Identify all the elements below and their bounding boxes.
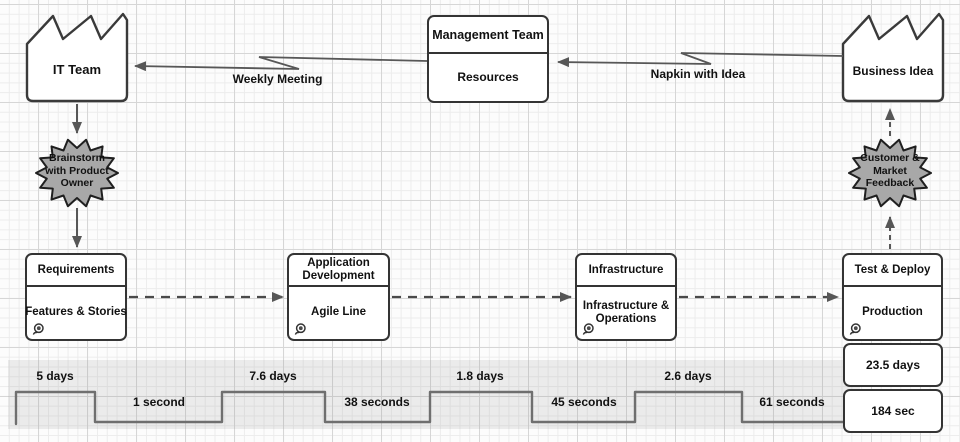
operator-icon <box>849 323 861 335</box>
brainstorm-line-1: Brainstorm <box>48 152 105 164</box>
operator-icon <box>32 323 44 335</box>
business-idea-label: Business Idea <box>852 64 934 78</box>
process-box-requirements: Requirements Features & Stories <box>25 253 127 341</box>
weekly-meeting-label: Weekly Meeting <box>232 72 323 86</box>
testdeploy-body: Production <box>844 287 941 339</box>
process-box-test-deploy: Test & Deploy Production <box>842 253 943 341</box>
it-team-label: IT Team <box>52 62 102 77</box>
napkin-zigzag-arrow <box>557 52 844 68</box>
brainstorm-line-2: with Product <box>45 164 109 177</box>
napkin-with-idea-label: Napkin with Idea <box>650 67 746 81</box>
timeline-lead-4: 2.6 days <box>664 369 712 383</box>
testdeploy-body-line1: Production <box>862 306 923 319</box>
requirements-body: Features & Stories <box>25 287 127 339</box>
management-team-title: Management Team <box>429 17 547 54</box>
business-idea-factory-shape <box>841 12 945 103</box>
appdev-body-line1: Agile Line <box>311 306 366 319</box>
appdev-body: Agile Line <box>289 287 388 339</box>
management-team-node: Management Team Resources <box>427 15 549 103</box>
requirements-title-line1: Requirements <box>37 263 115 276</box>
timeline-step-line <box>14 390 846 426</box>
infrastructure-title: Infrastructure <box>577 255 675 287</box>
infrastructure-title-line1: Infrastructure <box>588 263 664 276</box>
total-process-time-box: 184 sec <box>843 389 943 433</box>
feedback-line-1: Customer & <box>860 152 920 164</box>
timeline-process-4: 61 seconds <box>759 395 825 409</box>
infrastructure-body-line1: Infrastructure & <box>582 299 670 312</box>
timeline-lead-3: 1.8 days <box>456 369 504 383</box>
process-box-application-development: Application Development Agile Line <box>287 253 390 341</box>
timeline-process-1: 1 second <box>132 395 186 409</box>
appdev-title-line1: Application <box>307 257 370 270</box>
feedback-label: Customer & Market Feedback <box>845 152 935 190</box>
total-lead-time-box: 23.5 days <box>843 343 943 387</box>
infrastructure-body: Infrastructure & Operations <box>577 287 675 339</box>
feedback-starburst-shape <box>848 138 932 208</box>
timeline-process-3: 45 seconds <box>551 395 617 409</box>
operator-icon <box>582 323 594 335</box>
feedback-line-3: Feedback <box>865 177 915 190</box>
weekly-meeting-zigzag-arrow <box>134 56 428 72</box>
timeline-band <box>8 360 860 429</box>
brainstorm-starburst-shape <box>35 138 119 208</box>
operator-icon <box>294 323 306 335</box>
management-team-body: Resources <box>457 69 519 84</box>
it-team-factory-shape <box>25 12 129 103</box>
appdev-title-line2: Development <box>302 270 375 282</box>
brainstorm-line-3: Owner <box>60 177 94 190</box>
requirements-body-line1: Features & Stories <box>25 306 127 319</box>
infrastructure-body-line2: Operations <box>595 313 657 325</box>
timeline-process-2: 38 seconds <box>344 395 410 409</box>
timeline-lead-2: 7.6 days <box>249 369 297 383</box>
testdeploy-title-line1: Test & Deploy <box>854 263 931 276</box>
brainstorm-label: Brainstorm with Product Owner <box>32 152 122 190</box>
process-box-infrastructure: Infrastructure Infrastructure & Operatio… <box>575 253 677 341</box>
timeline-lead-1: 5 days <box>36 369 74 383</box>
requirements-title: Requirements <box>27 255 125 287</box>
appdev-title: Application Development <box>289 255 388 287</box>
testdeploy-title: Test & Deploy <box>844 255 941 287</box>
feedback-line-2: Market <box>873 164 907 177</box>
